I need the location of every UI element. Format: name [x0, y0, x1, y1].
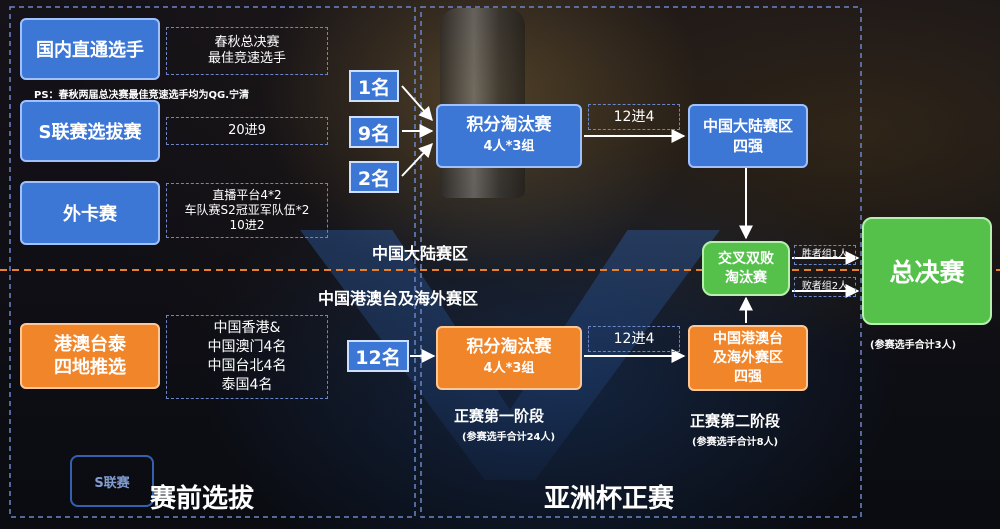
stage2-hmt: 中国港澳台 及海外赛区 四强 — [688, 325, 808, 391]
cross-line2: 淘汰赛 — [725, 269, 767, 286]
source-domestic: 国内直通选手 — [20, 18, 160, 80]
sleague-logo-text: S联赛 — [94, 475, 130, 491]
winners-group: 胜者组1人 — [794, 245, 856, 265]
note-sleague-text: 20进9 — [228, 123, 266, 138]
region-label-hmt: 中国港澳台及海外赛区 — [318, 289, 479, 308]
stage1-hmt-title: 积分淘汰赛 — [466, 337, 552, 357]
note-hmt-line3: 中国台北4名 — [207, 358, 287, 374]
winners-text: 胜者组1人 — [801, 249, 849, 260]
stage2-mainland: 中国大陆赛区 四强 — [688, 104, 808, 168]
source-hmt-line2: 四地推选 — [54, 357, 126, 378]
stage1-mainland-groups: 4人*3组 — [483, 139, 535, 154]
note-hmt-line1: 中国香港& — [213, 320, 281, 336]
stage2-sub: (参赛选手合计8人) — [692, 437, 779, 448]
sleague-logo: S联赛 — [70, 455, 154, 507]
losers-text: 败者组2人 — [801, 281, 849, 292]
final-title: 总决赛 — [889, 258, 965, 287]
note-hmt: 中国香港& 中国澳门4名 中国台北4名 泰国4名 — [166, 315, 328, 399]
stage2-label: 正赛第二阶段 — [690, 412, 781, 430]
region-label-mainland: 中国大陆赛区 — [372, 244, 469, 263]
advance-mainland: 12进4 — [588, 104, 680, 130]
note-wildcard-line1: 直播平台4*2 — [212, 188, 282, 202]
final-box: 总决赛 — [862, 217, 992, 325]
cross-line1: 交叉双败 — [718, 250, 774, 267]
stage1-sub: (参赛选手合计24人) — [462, 432, 556, 443]
stage1-hmt-groups: 4人*3组 — [483, 361, 535, 376]
source-wildcard-label: 外卡赛 — [63, 204, 117, 225]
source-wildcard: 外卡赛 — [20, 181, 160, 245]
losers-group: 败者组2人 — [794, 277, 856, 297]
stage1-label: 正赛第一阶段 — [454, 407, 545, 425]
section-pre-selection: 赛前选拔 — [150, 484, 255, 514]
rank-badge-12: 12名 — [347, 340, 409, 372]
note-sleague: 20进9 — [166, 117, 328, 145]
source-sleague-label: S联赛选拔赛 — [38, 122, 142, 143]
stage2-mainland-line2: 四强 — [732, 137, 763, 155]
advance-hmt: 12进4 — [588, 326, 680, 352]
cross-elimination: 交叉双败 淘汰赛 — [702, 241, 790, 296]
note-domestic: 春秋总决赛 最佳竞速选手 — [166, 27, 328, 75]
source-hmt-line1: 港澳台泰 — [54, 334, 126, 355]
note-wildcard-line3: 10进2 — [229, 218, 265, 232]
stage1-mainland: 积分淘汰赛 4人*3组 — [436, 104, 582, 168]
rank-badge-1: 1名 — [349, 70, 399, 102]
note-hmt-line2: 中国澳门4名 — [207, 339, 287, 355]
advance-mainland-text: 12进4 — [613, 109, 655, 125]
ps-note: PS：春秋两届总决赛最佳竞速选手均为QG.宁清 — [34, 90, 250, 101]
note-wildcard: 直播平台4*2 车队赛S2冠亚军队伍*2 10进2 — [166, 183, 328, 238]
note-wildcard-line2: 车队赛S2冠亚军队伍*2 — [184, 203, 310, 217]
note-hmt-line4: 泰国4名 — [221, 377, 273, 393]
source-domestic-label: 国内直通选手 — [36, 40, 144, 61]
rank-badge-9: 9名 — [349, 116, 399, 148]
stage2-hmt-line3: 四强 — [734, 368, 762, 385]
section-main-event: 亚洲杯正赛 — [544, 484, 675, 514]
stage2-mainland-line1: 中国大陆赛区 — [702, 117, 793, 135]
note-domestic-line2: 最佳竞速选手 — [207, 51, 286, 66]
note-domestic-line1: 春秋总决赛 — [214, 35, 280, 50]
stage1-mainland-title: 积分淘汰赛 — [466, 115, 552, 135]
stage2-hmt-line1: 中国港澳台 — [713, 330, 783, 347]
stage2-hmt-line2: 及海外赛区 — [713, 349, 783, 366]
source-sleague: S联赛选拔赛 — [20, 100, 160, 162]
rank-badge-2: 2名 — [349, 161, 399, 193]
source-hmt: 港澳台泰 四地推选 — [20, 323, 160, 389]
stage1-hmt: 积分淘汰赛 4人*3组 — [436, 326, 582, 390]
trophy-background — [440, 8, 525, 198]
final-sub: (参赛选手合计3人) — [870, 340, 957, 351]
advance-hmt-text: 12进4 — [613, 331, 655, 347]
